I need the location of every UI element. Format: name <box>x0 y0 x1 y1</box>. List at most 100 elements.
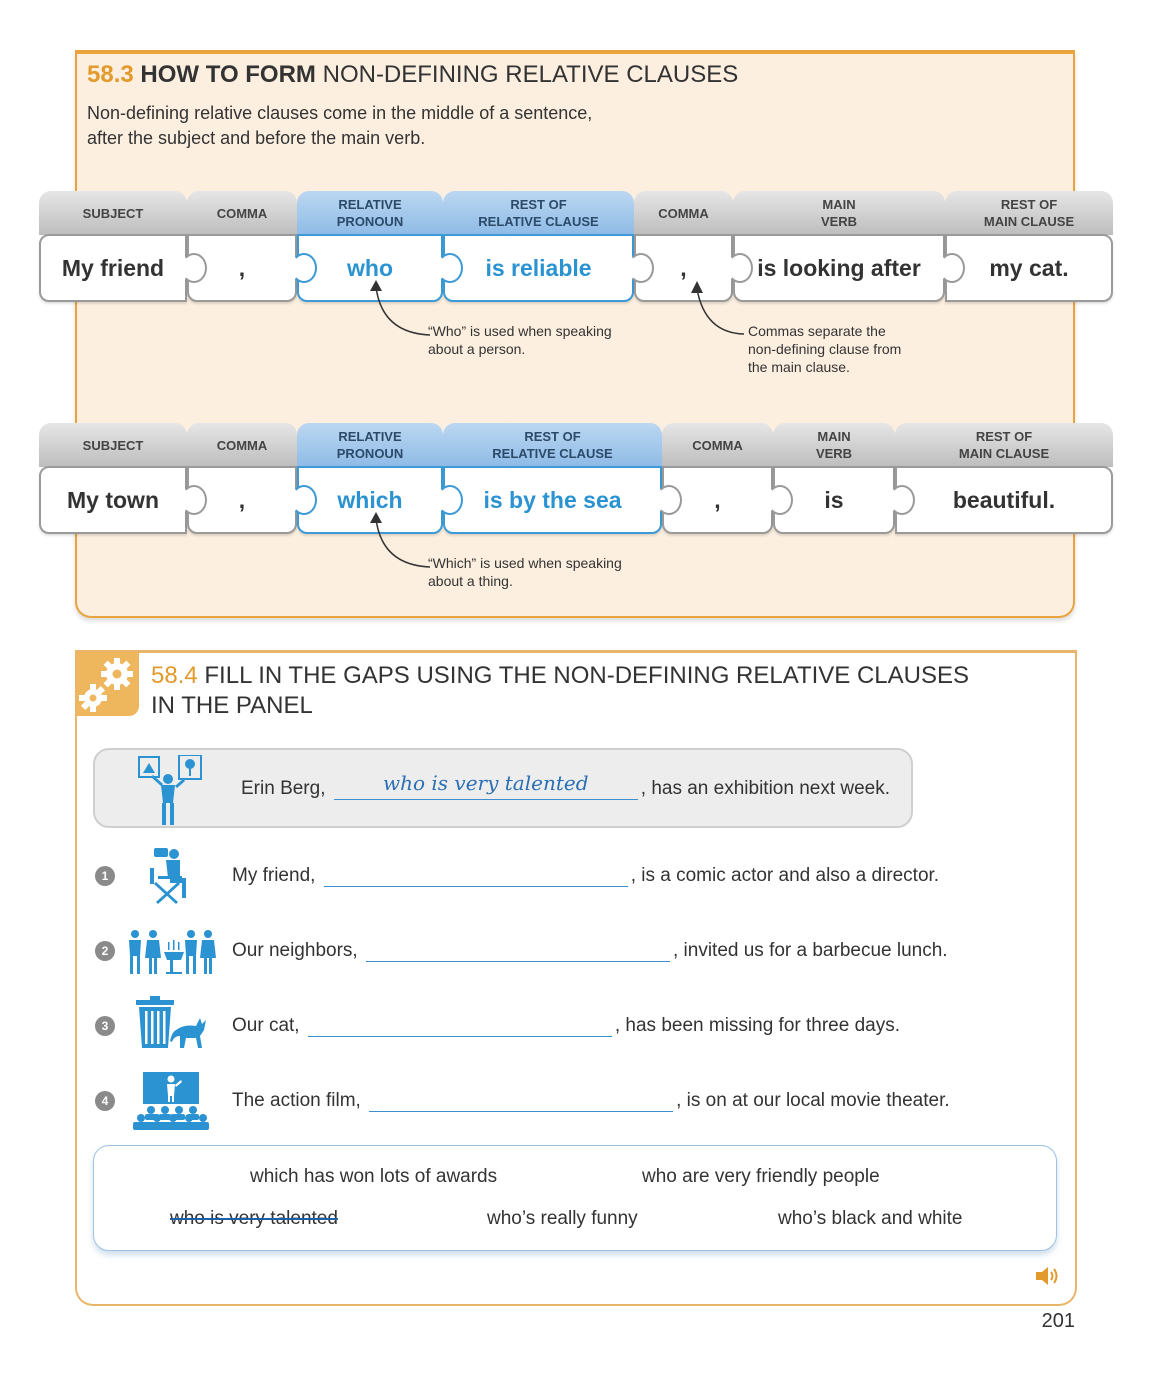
note-which: “Which” is used when speaking about a th… <box>428 554 622 590</box>
panel-phrase[interactable]: which has won lots of awards <box>250 1166 498 1187</box>
example-box <box>93 748 913 828</box>
puzzle-knob <box>628 253 654 283</box>
panel-phrase[interactable]: who’s really funny <box>487 1208 638 1229</box>
row1-header-comma-2: COMMA <box>634 191 733 235</box>
arrowhead-comma <box>691 281 703 293</box>
puzzle-knob <box>437 253 463 283</box>
row2-header-main-verb: MAIN VERB <box>773 423 895 467</box>
audio-speaker-icon[interactable] <box>1034 1264 1062 1288</box>
artist-icon <box>138 755 202 825</box>
row1-tile-main-verb: MAIN VERB is looking after <box>727 191 945 303</box>
question-2-before: Our neighbors, <box>232 940 358 961</box>
puzzle-knob <box>767 485 793 515</box>
row1-tile-rest-main: REST OF MAIN CLAUSE my cat. <box>939 191 1113 303</box>
section-583-number: 58.3 <box>87 61 134 88</box>
question-4-after: , is on at our local movie theater. <box>676 1090 950 1111</box>
intro-line-1: Non-defining relative clauses come in th… <box>87 103 593 123</box>
arrow-which <box>375 518 431 568</box>
row2-word-pronoun: which <box>337 486 403 513</box>
word-panel <box>93 1145 1057 1251</box>
example-answer-gap[interactable]: who is very talented <box>333 771 638 800</box>
note-comma-line-3: the main clause. <box>748 359 850 375</box>
row1-header-relative-pronoun: RELATIVE PRONOUN <box>297 191 443 235</box>
panel-phrase[interactable]: who’s black and white <box>778 1208 963 1229</box>
section-583-title-bold: HOW TO FORM <box>140 61 316 88</box>
row2-word-comma-2: , <box>714 486 721 513</box>
puzzle-knob <box>291 253 317 283</box>
question-3-sentence: Our cat, , has been missing for three da… <box>232 1014 900 1037</box>
row1-tile-comma: COMMA , <box>181 191 297 303</box>
puzzle-knob <box>939 253 965 283</box>
puzzle-knob <box>656 485 682 515</box>
arrowhead-which <box>370 512 382 523</box>
row1-word-comma-2: , <box>680 254 687 281</box>
row1-header-subject: SUBJECT <box>39 191 187 235</box>
question-2-answer-gap[interactable] <box>365 939 670 962</box>
row2-tile-comma: COMMA , <box>181 423 297 535</box>
movie-theater-icon <box>133 1072 209 1130</box>
row2-word-rest-main: beautiful. <box>952 486 1056 513</box>
section-584-title-line-2: IN THE PANEL <box>151 692 313 719</box>
row1-header-rest-main: REST OF MAIN CLAUSE <box>945 191 1113 235</box>
section-583-title-rest: NON-DEFINING RELATIVE CLAUSES <box>322 61 739 88</box>
section-583-title: 58.3 HOW TO FORM NON-DEFINING RELATIVE C… <box>87 61 738 89</box>
question-1-answer-gap[interactable] <box>323 864 628 887</box>
arrow-comma <box>696 288 745 335</box>
question-4-answer-gap[interactable] <box>369 1089 674 1112</box>
puzzle-knob <box>181 253 207 283</box>
row1-arrows <box>370 280 745 336</box>
row2-header-comma: COMMA <box>187 423 297 467</box>
section-584-number: 58.4 <box>151 662 198 689</box>
row2-tile-rest-relative: REST OF RELATIVE CLAUSE is by the sea <box>437 423 662 535</box>
question-4-before: The action film, <box>232 1090 361 1111</box>
note-who: “Who” is used when speaking about a pers… <box>428 322 612 358</box>
puzzle-knob <box>727 253 753 283</box>
example-after: , has an exhibition next week. <box>640 778 891 799</box>
row2-body-rest-main: beautiful. <box>889 466 1113 534</box>
row2-body-rest-relative: is by the sea <box>437 466 662 534</box>
row2-body-pronoun: which <box>291 466 443 534</box>
row1-header-rest-relative: REST OF RELATIVE CLAUSE <box>443 191 634 235</box>
section-584-title: 58.4 FILL IN THE GAPS USING THE NON-DEFI… <box>151 661 969 721</box>
row2-word-rest-relative: is by the sea <box>483 486 622 513</box>
row1-tile-relative-pronoun: RELATIVE PRONOUN who <box>291 191 443 303</box>
note-which-line-1: “Which” is used when speaking <box>428 555 622 571</box>
row1-header-comma: COMMA <box>187 191 297 235</box>
neighbors-barbecue-icon <box>129 930 216 974</box>
note-which-line-2: about a thing. <box>428 573 513 589</box>
row2-header-rest-main: REST OF MAIN CLAUSE <box>895 423 1113 467</box>
row2-body-main-verb: is <box>767 466 895 534</box>
page-number: 201 <box>1041 1310 1075 1332</box>
row1-word-pronoun: who <box>347 254 393 281</box>
row1-body-comma-2: , <box>628 234 733 302</box>
row2-tile-relative-pronoun: RELATIVE PRONOUN which <box>291 423 443 535</box>
row1-body-rest-main: my cat. <box>939 234 1113 302</box>
question-2-number: 2 <box>95 941 115 961</box>
row1-tile-rest-relative: REST OF RELATIVE CLAUSE is reliable <box>437 191 634 303</box>
panel-phrase-used[interactable]: who is very talented <box>170 1208 338 1229</box>
question-1-number: 1 <box>95 866 115 886</box>
puzzle-knob <box>181 485 207 515</box>
example-answer: who is very talented <box>383 771 589 795</box>
cat-trash-can-icon <box>136 996 206 1048</box>
question-2-sentence: Our neighbors, , invited us for a barbec… <box>232 939 948 962</box>
row1-tile-comma-2: COMMA , <box>628 191 733 303</box>
question-1-sentence: My friend, , is a comic actor and also a… <box>232 864 939 887</box>
row2-tile-main-verb: MAIN VERB is <box>767 423 895 535</box>
row1-tile-subject: SUBJECT My friend <box>39 191 187 303</box>
row2-body-comma: , <box>181 466 297 534</box>
row1-header-main-verb: MAIN VERB <box>733 191 945 235</box>
puzzle-knob <box>437 485 463 515</box>
row1-body-pronoun: who <box>291 234 443 302</box>
row2-header-rest-relative: REST OF RELATIVE CLAUSE <box>443 423 662 467</box>
row2-header-relative-pronoun: RELATIVE PRONOUN <box>297 423 443 467</box>
row1-body-comma: , <box>181 234 297 302</box>
panel-phrase[interactable]: who are very friendly people <box>642 1166 880 1187</box>
row2-header-subject: SUBJECT <box>39 423 187 467</box>
section-584-title-line-1: FILL IN THE GAPS USING THE NON-DEFINING … <box>204 662 969 689</box>
question-3-answer-gap[interactable] <box>307 1014 612 1037</box>
section-583-intro: Non-defining relative clauses come in th… <box>87 101 592 151</box>
director-icon <box>150 848 186 904</box>
row1-word-comma: , <box>238 254 246 281</box>
question-1-after: , is a comic actor and also a director. <box>630 865 940 886</box>
